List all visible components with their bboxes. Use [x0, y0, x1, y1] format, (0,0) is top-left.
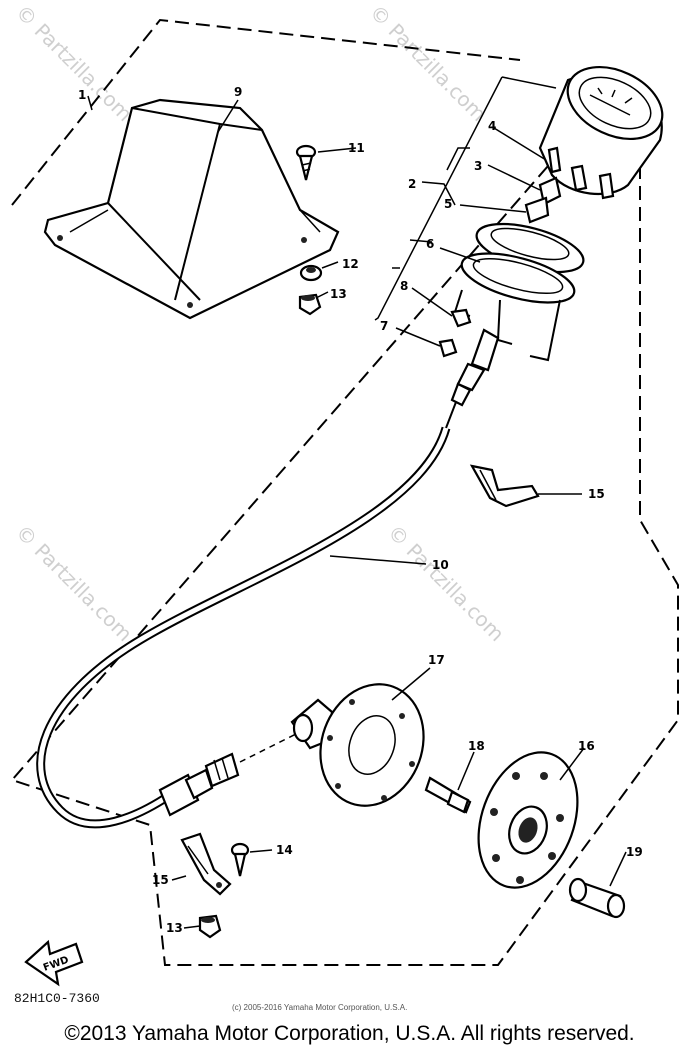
cable-lower-end — [158, 752, 240, 817]
diagram-code: 82H1C0-7360 — [14, 991, 100, 1006]
callout-4: 4 — [488, 119, 496, 133]
callout-10: 10 — [432, 558, 449, 572]
callout-1: 1 — [78, 88, 86, 102]
nut-8 — [450, 308, 472, 328]
callout-5: 5 — [444, 197, 452, 211]
callout-13-top: 13 — [330, 287, 347, 301]
callout-15-upper: 15 — [588, 487, 605, 501]
callout-14: 14 — [276, 843, 293, 857]
callout-11: 11 — [348, 141, 365, 155]
drive-pin — [424, 776, 472, 814]
callout-12: 12 — [342, 257, 359, 271]
callout-18: 18 — [468, 739, 485, 753]
grommet-12 — [299, 264, 323, 282]
nut-7 — [438, 338, 458, 358]
cable-clamp-lower — [180, 832, 232, 896]
footer-copyright: ©2013 Yamaha Motor Corporation, U.S.A. A… — [64, 1022, 635, 1045]
collar-19 — [568, 877, 626, 919]
meter-bracket — [453, 222, 585, 362]
callout-13-bottom: 13 — [166, 921, 183, 935]
screw-11 — [295, 144, 317, 181]
fwd-arrow-icon: FWD — [24, 939, 84, 987]
meter-cover — [43, 98, 340, 320]
callout-2: 2 — [408, 177, 416, 191]
cable-upper-end — [445, 328, 500, 429]
callout-19: 19 — [626, 845, 643, 859]
alignment-line — [239, 731, 301, 763]
nut-13-top — [298, 293, 322, 316]
callout-17: 17 — [428, 653, 445, 667]
speedometer-gear-plate — [290, 683, 425, 807]
callout-3: 3 — [474, 159, 482, 173]
callout-15-lower: 15 — [152, 873, 169, 887]
assembly-boundary — [10, 18, 679, 966]
leader-lines — [87, 76, 627, 929]
cable-clamp-upper — [469, 464, 540, 508]
callout-8: 8 — [400, 279, 408, 293]
small-copyright: (c) 2005-2016 Yamaha Motor Corporation, … — [232, 1003, 408, 1012]
drive-gear-disc — [477, 751, 579, 889]
nut-13-bottom — [198, 914, 222, 939]
callout-9: 9 — [234, 85, 242, 99]
bulb-socket — [524, 176, 562, 224]
callout-6: 6 — [426, 237, 434, 251]
callout-16: 16 — [578, 739, 595, 753]
callout-7: 7 — [380, 319, 388, 333]
screw-14 — [230, 842, 250, 877]
speedometer — [538, 66, 664, 200]
